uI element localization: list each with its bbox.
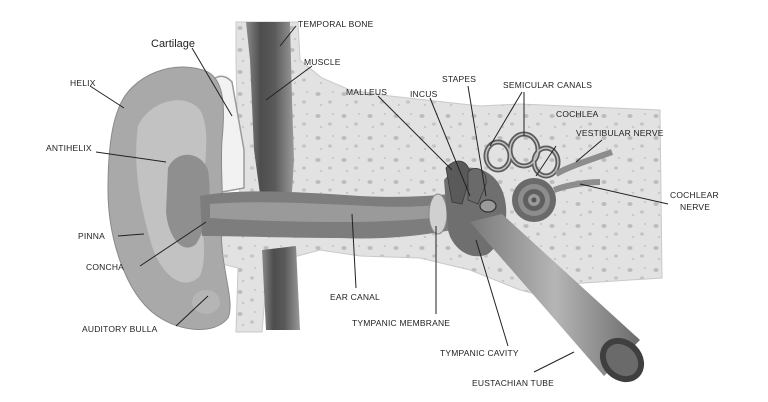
label-cochlea: COCHLEA xyxy=(556,109,599,119)
auditory-bulla-shape xyxy=(192,290,220,314)
label-malleus: MALLEUS xyxy=(346,87,387,97)
label-stapes: STAPES xyxy=(442,74,476,84)
tympanic-membrane-shape xyxy=(428,193,448,235)
cochlea-shape xyxy=(512,178,556,222)
label-eustachian-tube: EUSTACHIAN TUBE xyxy=(472,378,554,388)
label-pinna: PINNA xyxy=(78,231,105,241)
label-muscle: MUSCLE xyxy=(304,57,341,67)
ear-canal-highlight xyxy=(210,202,448,222)
vestibular-nerve-shape xyxy=(554,149,614,177)
label-tympanic-membrane: TYMPANIC MEMBRANE xyxy=(352,318,450,328)
label-tympanic-cavity: TYMPANIC CAVITY xyxy=(440,348,519,358)
label-cochlear-nerve-line1: COCHLEAR xyxy=(670,190,719,200)
concha-shape xyxy=(166,154,210,248)
label-semicular-canals: SEMICULAR CANALS xyxy=(503,80,592,90)
label-ear-canal: EAR CANAL xyxy=(330,292,380,302)
label-auditory-bulla: AUDITORY BULLA xyxy=(82,324,158,334)
muscle-lower-shape xyxy=(262,246,300,330)
incus-shape xyxy=(467,168,487,205)
label-incus: INCUS xyxy=(410,89,438,99)
label-temporal-bone: TEMPORAL BONE xyxy=(298,19,374,29)
label-cartilage: Cartilage xyxy=(151,38,195,50)
label-vestibular-nerve: VESTIBULAR NERVE xyxy=(576,128,664,138)
cochlear-nerve-shape xyxy=(552,179,601,193)
label-helix: HELIX xyxy=(70,78,96,88)
malleus-shape xyxy=(445,160,471,205)
eustachian-tube-shape xyxy=(470,214,640,376)
stapes-shape xyxy=(479,199,497,213)
muscle-shape xyxy=(246,22,294,194)
label-concha: CONCHA xyxy=(86,262,124,272)
label-cochlear-nerve-line2: NERVE xyxy=(680,202,710,212)
label-antihelix: ANTIHELIX xyxy=(46,143,92,153)
leader-lines xyxy=(89,25,669,373)
